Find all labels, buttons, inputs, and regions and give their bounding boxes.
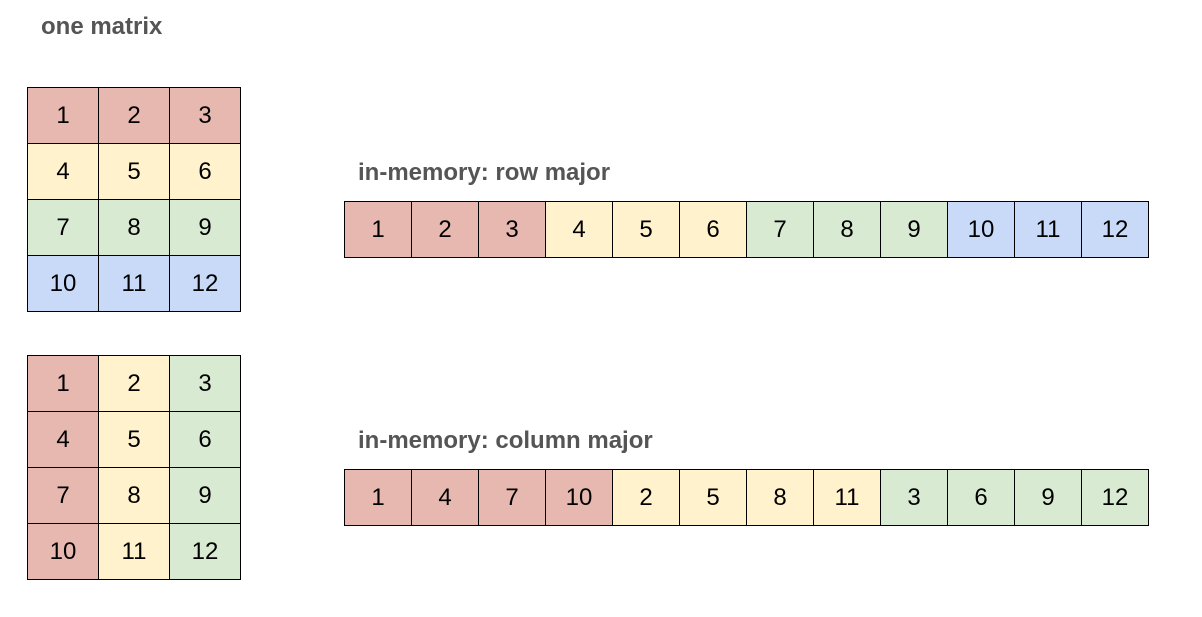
cell: 11 <box>1015 202 1082 258</box>
cell: 1 <box>345 202 412 258</box>
cell: 5 <box>99 144 170 200</box>
cell: 9 <box>1015 470 1082 526</box>
cell: 8 <box>747 470 814 526</box>
cell: 8 <box>99 200 170 256</box>
cell: 8 <box>99 468 170 524</box>
cell: 4 <box>28 412 99 468</box>
cell: 12 <box>170 256 241 312</box>
cell: 4 <box>28 144 99 200</box>
cell: 6 <box>170 144 241 200</box>
cell: 1 <box>28 88 99 144</box>
cell: 4 <box>546 202 613 258</box>
cell: 2 <box>613 470 680 526</box>
cell: 7 <box>28 468 99 524</box>
cell: 11 <box>814 470 881 526</box>
column-major-title: in-memory: column major <box>358 427 653 454</box>
cell: 3 <box>479 202 546 258</box>
cell: 12 <box>1082 202 1149 258</box>
cell: 7 <box>747 202 814 258</box>
cell: 9 <box>170 200 241 256</box>
cell: 1 <box>345 470 412 526</box>
cell: 12 <box>1082 470 1149 526</box>
cell: 6 <box>680 202 747 258</box>
cell: 2 <box>412 202 479 258</box>
cell: 3 <box>881 470 948 526</box>
cell: 5 <box>99 412 170 468</box>
cell: 10 <box>546 470 613 526</box>
cell: 9 <box>881 202 948 258</box>
matrix-title: one matrix <box>41 13 163 40</box>
cell: 6 <box>948 470 1015 526</box>
cell: 10 <box>948 202 1015 258</box>
cell: 2 <box>99 88 170 144</box>
row-major-title: in-memory: row major <box>358 159 611 186</box>
cell: 7 <box>479 470 546 526</box>
cell: 5 <box>613 202 680 258</box>
cell: 3 <box>170 88 241 144</box>
cell: 8 <box>814 202 881 258</box>
cell: 10 <box>28 524 99 580</box>
cell: 4 <box>412 470 479 526</box>
cell: 11 <box>99 524 170 580</box>
cell: 10 <box>28 256 99 312</box>
cell: 1 <box>28 356 99 412</box>
cell: 11 <box>99 256 170 312</box>
cell: 6 <box>170 412 241 468</box>
cell: 3 <box>170 356 241 412</box>
cell: 7 <box>28 200 99 256</box>
cell: 12 <box>170 524 241 580</box>
cell: 9 <box>170 468 241 524</box>
cell: 2 <box>99 356 170 412</box>
cell: 5 <box>680 470 747 526</box>
